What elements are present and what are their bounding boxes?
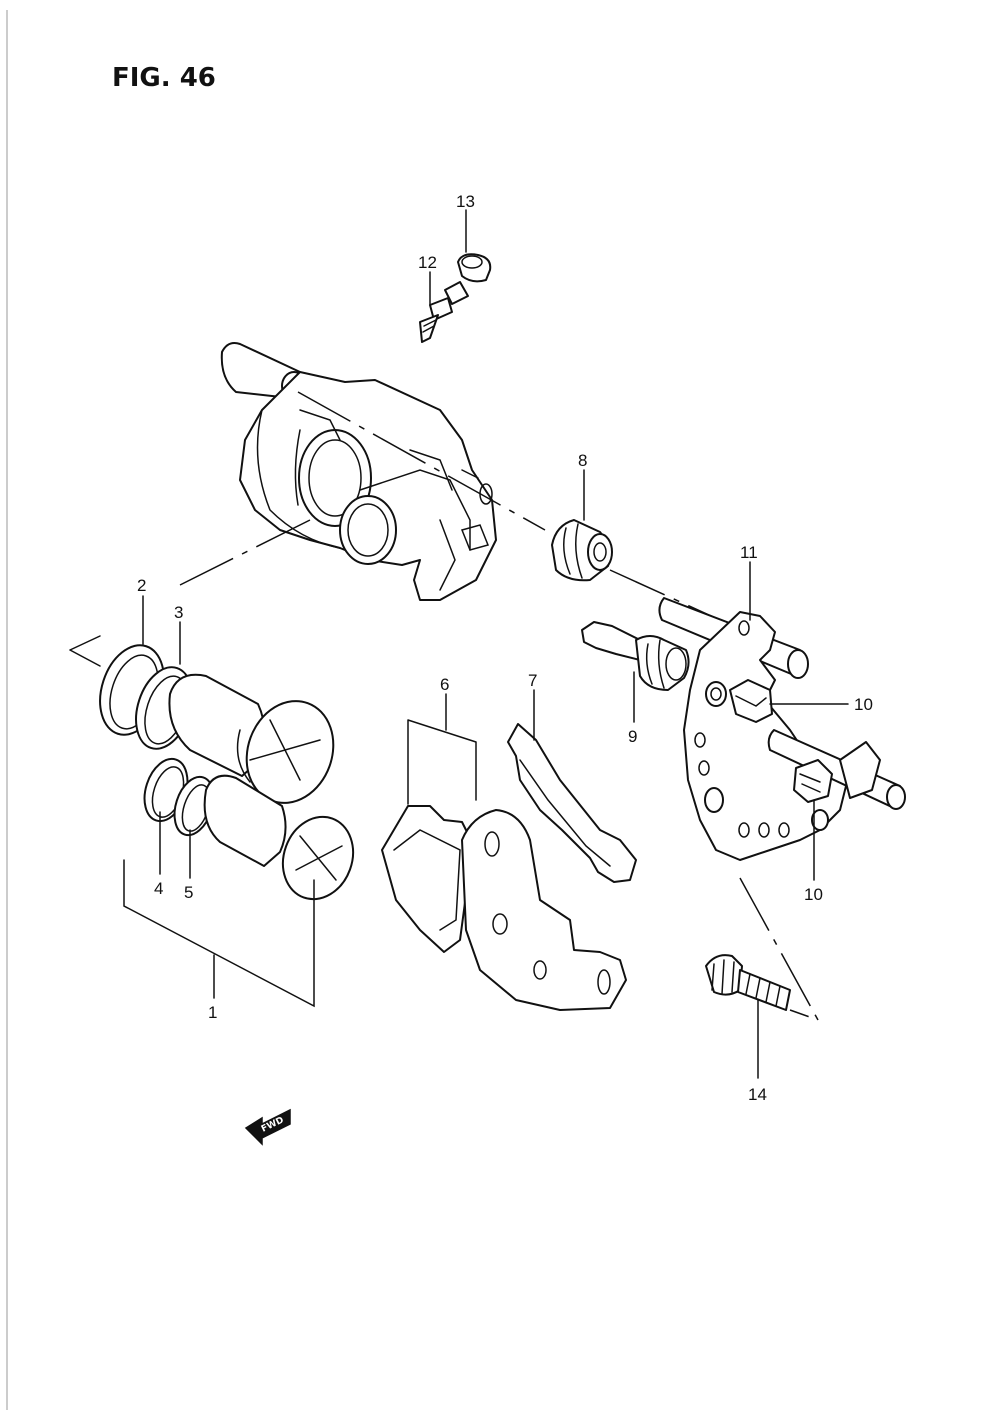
callout-6: 6: [440, 675, 449, 694]
figure-title: FIG. 46: [112, 63, 216, 93]
clip-lower-part: [793, 759, 833, 803]
clip-upper-part: [729, 679, 773, 723]
caliper-bracket-part: [658, 597, 906, 861]
centerline-bolt: [739, 877, 820, 1022]
callout-12: 12: [418, 253, 437, 272]
mounting-bolt-part: [705, 954, 791, 1011]
slide-pin-part: [581, 621, 690, 691]
callout-3: 3: [174, 603, 183, 622]
callout-5: 5: [184, 883, 193, 902]
callout-10-lower: 10: [804, 885, 823, 904]
callout-14: 14: [748, 1085, 767, 1104]
bleeder-cap-part: [457, 253, 492, 283]
brake-pad-set-part: [381, 805, 627, 1011]
piston-small-part: [143, 757, 355, 901]
callout-13: 13: [456, 192, 475, 211]
leader-6-bracket: [407, 719, 477, 805]
callout-8: 8: [578, 451, 587, 470]
fwd-arrow-icon: FWD: [244, 1108, 291, 1146]
centerline-bore: [179, 519, 311, 586]
callout-11: 11: [740, 543, 758, 562]
centerline-pin: [297, 391, 546, 531]
callout-2: 2: [137, 576, 146, 595]
callout-9: 9: [628, 727, 637, 746]
pin-boot-part: [551, 519, 613, 582]
leader-1-bracket: [123, 859, 315, 1008]
callout-7: 7: [528, 671, 537, 690]
callout-10-upper: 10: [854, 695, 873, 714]
callout-1: 1: [208, 1003, 217, 1022]
bleeder-screw-part: [419, 281, 469, 343]
piston-large-part: [168, 673, 335, 804]
leader-2-3-bracket: [69, 635, 101, 667]
caliper-body-part: [220, 342, 497, 601]
callout-4: 4: [154, 879, 163, 898]
pad-spring-part: [507, 723, 637, 883]
